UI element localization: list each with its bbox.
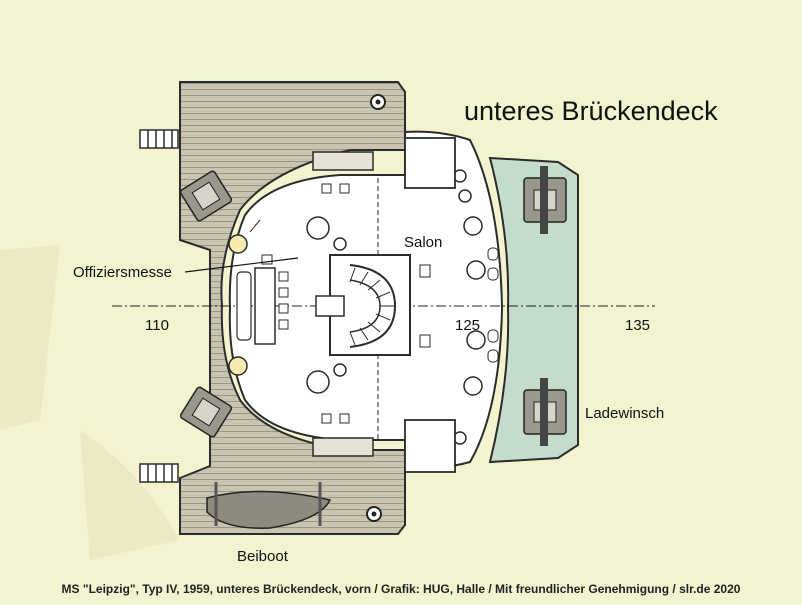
background-shape (80, 430, 180, 560)
deck-title: unteres Brückendeck (464, 96, 718, 126)
cargo-winch (523, 378, 567, 446)
lamp (228, 234, 248, 254)
stairwell-lower (404, 419, 456, 473)
mess-table (254, 267, 276, 345)
partition-line (249, 219, 261, 233)
stern-winch (179, 170, 233, 222)
foredeck (488, 156, 579, 464)
stern-ladder (139, 129, 179, 149)
vent-lower (312, 437, 374, 457)
lifeboat (206, 490, 332, 529)
leader-line (184, 257, 299, 273)
label-salon: Salon (404, 234, 443, 251)
stair-landing (315, 295, 345, 317)
stern-ladder (139, 463, 179, 483)
lamp (228, 356, 248, 376)
background-shape (0, 245, 60, 430)
frame-number-110: 110 (145, 317, 169, 334)
stern-winch (179, 386, 233, 438)
label-cargo-winch: Ladewinsch (585, 405, 665, 422)
cargo-winch (523, 166, 567, 234)
frame-number-125: 125 (455, 317, 481, 334)
staircase (349, 264, 397, 348)
label-lifeboat: Beiboot (237, 548, 288, 565)
staircase-well (329, 254, 411, 356)
image-caption: MS "Leipzig", Typ IV, 1959, unteres Brüc… (61, 582, 741, 596)
frame-number-135: 135 (625, 317, 651, 334)
vent-upper (312, 151, 374, 171)
stairwell-upper (404, 137, 456, 189)
label-officers-mess: Offiziersmesse (73, 264, 172, 281)
